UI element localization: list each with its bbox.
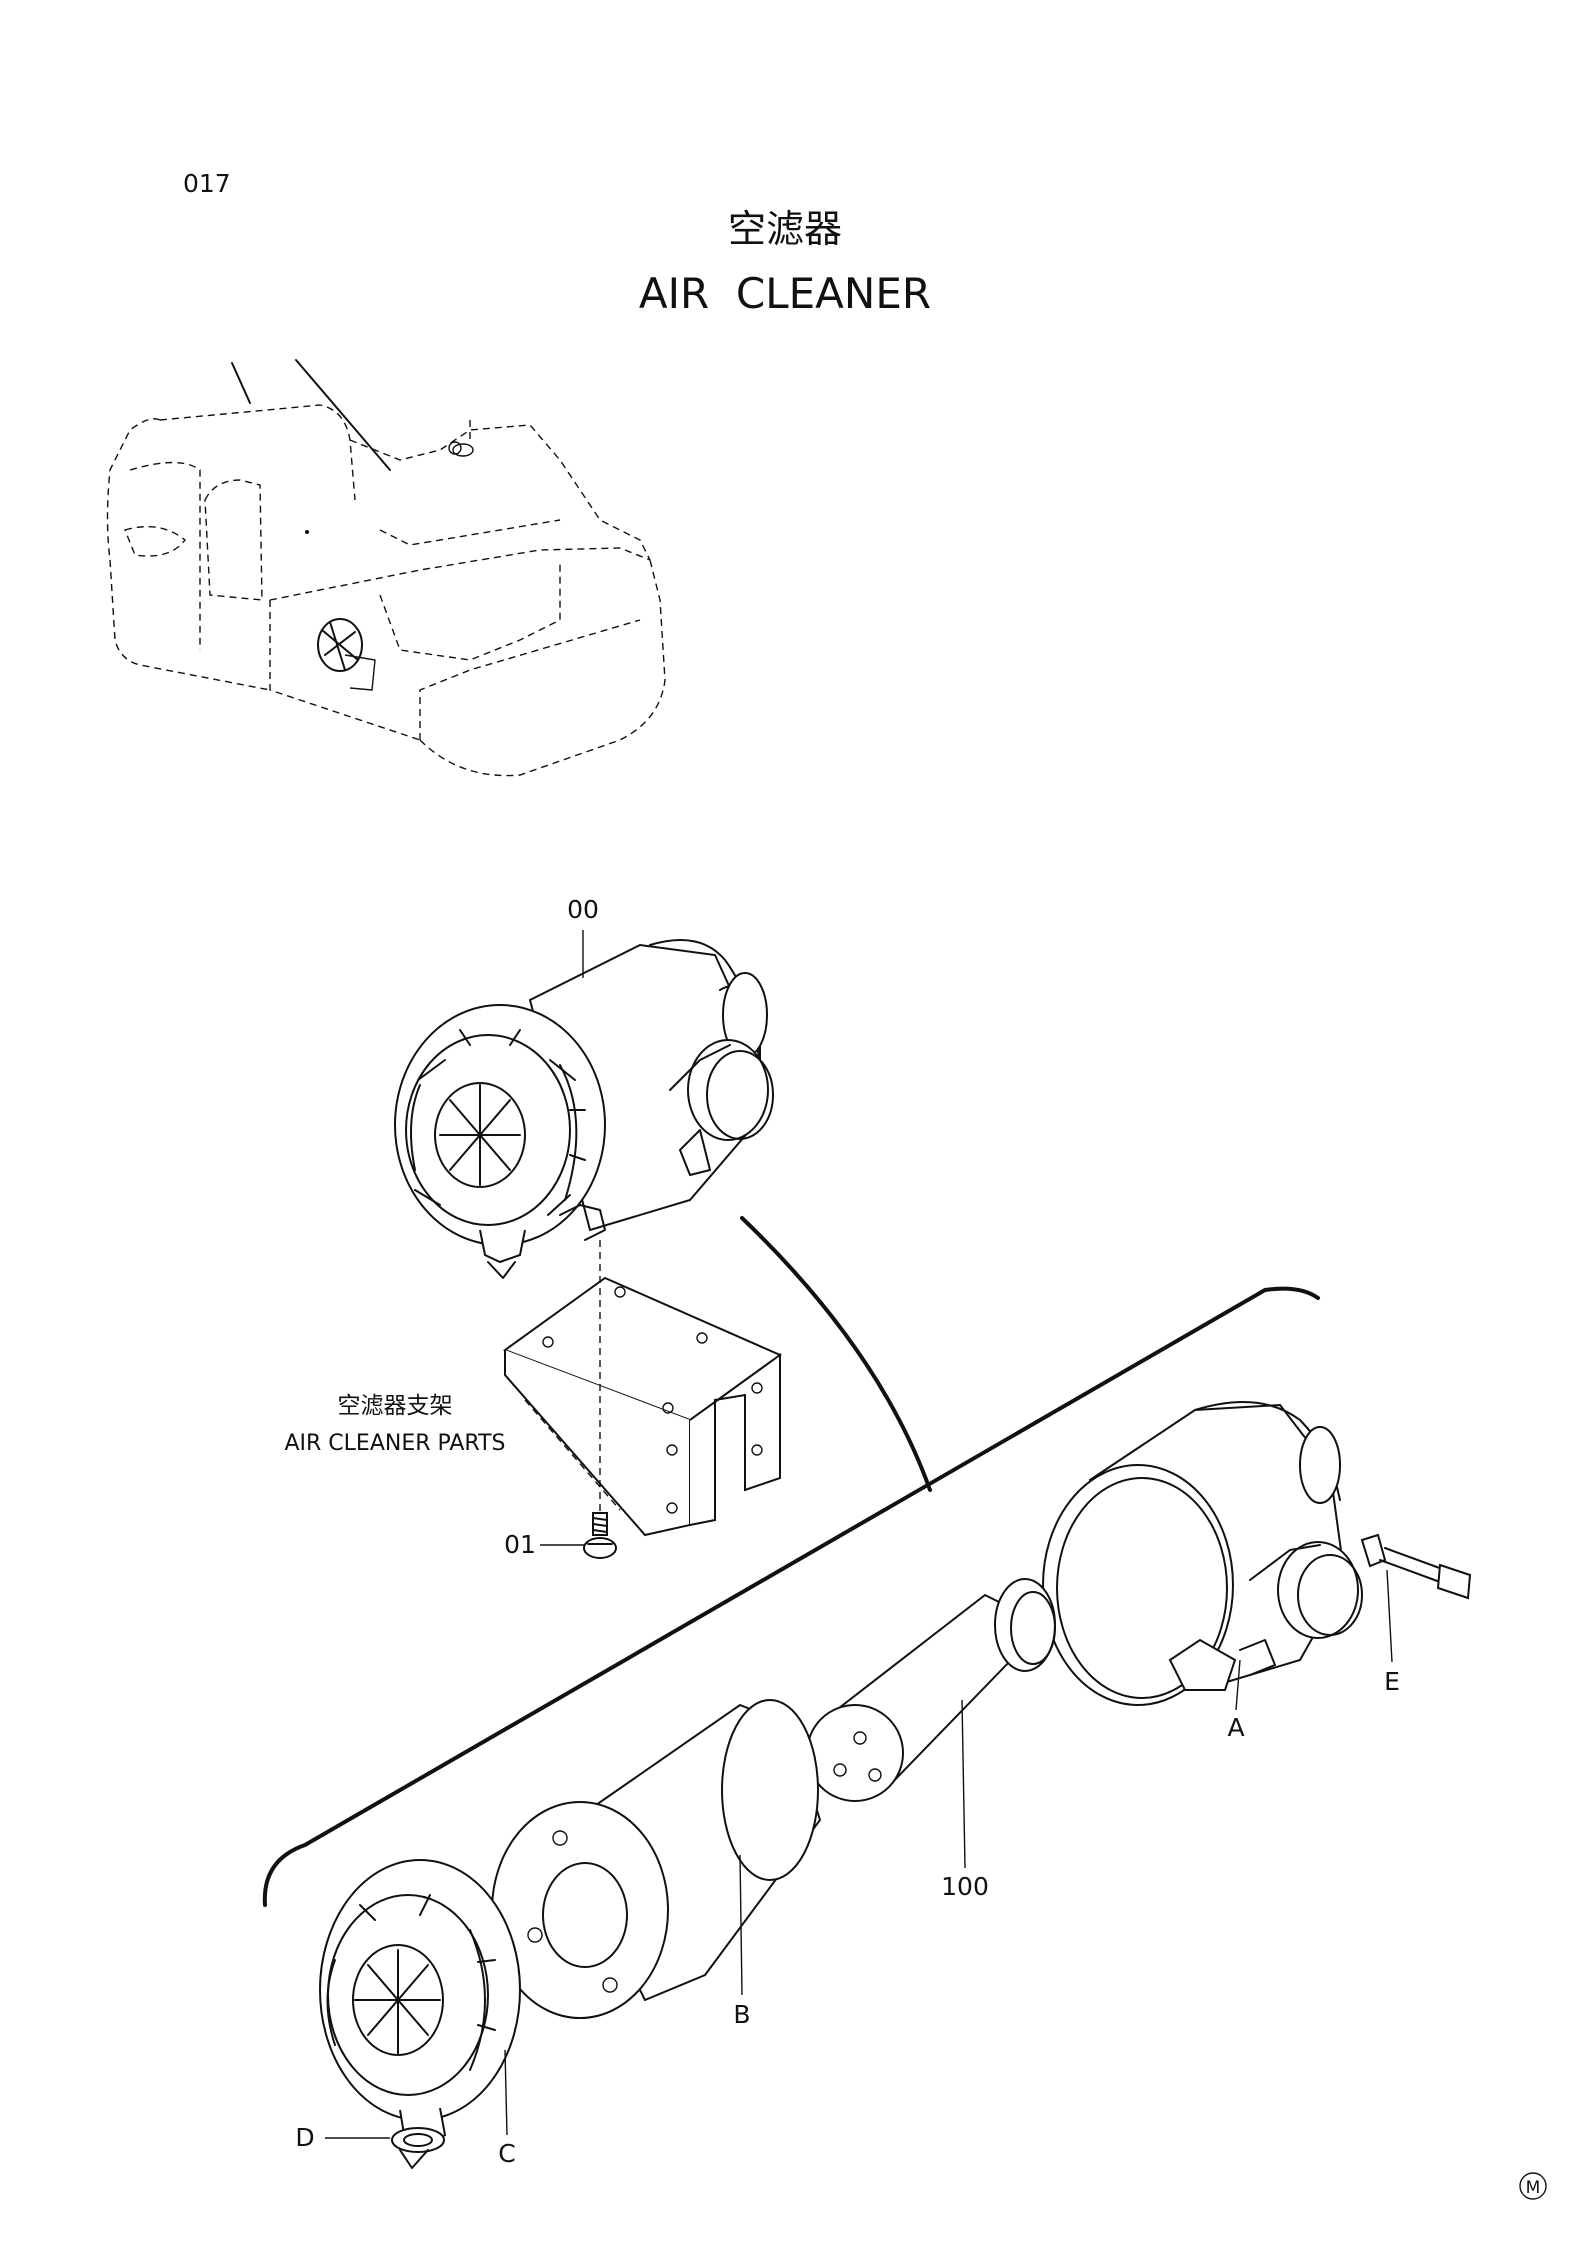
corner-mark-letter: M xyxy=(1526,2178,1541,2198)
page-code: 017 xyxy=(183,169,231,198)
part-e-sensor-illustration xyxy=(1360,1533,1472,1600)
exploded-view-boundary xyxy=(262,1286,1320,1907)
air-cleaner-assembly-illustration xyxy=(394,939,774,1279)
part-d-valve-illustration xyxy=(391,2127,445,2169)
exploded-view-connector xyxy=(740,1216,932,1492)
callout-100-label: 100 xyxy=(941,1872,989,1901)
callout-a-label: A xyxy=(1227,1713,1244,1742)
part-100-inner-element-illustration xyxy=(806,1578,1056,1802)
bracket-note-chinese: 空滤器支架 xyxy=(338,1393,453,1419)
corner-mark-circle xyxy=(1519,2172,1547,2200)
part-a-housing-illustration xyxy=(1042,1401,1363,1706)
callout-assembly-label: 00 xyxy=(567,895,599,924)
part-b-outer-element-illustration xyxy=(491,1699,822,2019)
mounting-bolt-illustration xyxy=(583,1512,617,1559)
callout-c-label: C xyxy=(498,2139,515,2168)
title-chinese: 空滤器 xyxy=(728,207,842,251)
title-english: AIR CLEANER xyxy=(639,269,931,318)
callout-d-label: D xyxy=(295,2123,314,2152)
part-c-cover-illustration xyxy=(319,1859,521,2147)
callout-bolt-label: 01 xyxy=(504,1530,536,1559)
callout-e-label: E xyxy=(1384,1667,1400,1696)
callout-b-label: B xyxy=(733,2000,750,2029)
air-cleaner-bracket-illustration xyxy=(502,1276,783,1537)
excavator-overview-illustration xyxy=(106,359,666,777)
bracket-note-english: AIR CLEANER PARTS xyxy=(284,1431,505,1456)
